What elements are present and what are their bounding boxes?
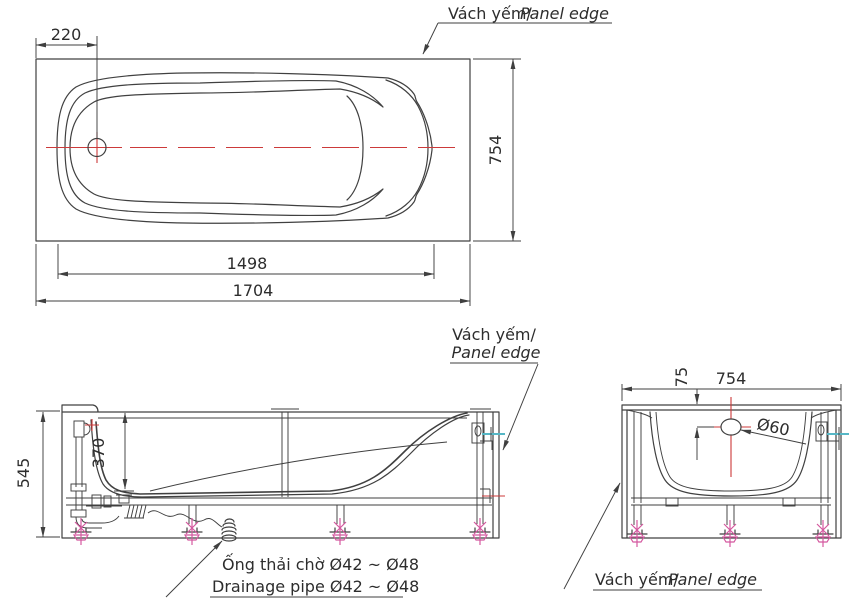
- adjustable-foot: [329, 517, 351, 546]
- dim-1704: 1704: [35, 244, 471, 306]
- side-view: 545 370 Vách yếm/ Panel edge Ống thải ch…: [14, 325, 541, 598]
- adjustable-foot: [70, 517, 92, 546]
- centerline-group: [46, 132, 461, 163]
- side-bowl-profile: [90, 412, 470, 498]
- dim-220-text: 220: [51, 25, 82, 44]
- dim-754-top: 754: [473, 58, 521, 242]
- adjustable-foot: [626, 519, 648, 548]
- dim-d60: Ø60: [740, 414, 807, 445]
- panel-edge-callout-top: Vách yếm/ Panel edge: [422, 4, 612, 55]
- dim-1498: 1498: [57, 244, 435, 279]
- drainage-note-en: Drainage pipe Ø42 ~ Ø48: [212, 577, 419, 596]
- dim-75: 75: [672, 367, 714, 460]
- drain-hose: [147, 510, 223, 528]
- panel-edge-top-en: Panel edge: [520, 4, 609, 23]
- end-bowl-profile: [649, 411, 813, 497]
- adjustable-foot: [181, 517, 203, 546]
- dim-1498-text: 1498: [227, 254, 268, 273]
- dim-754-top-text: 754: [486, 135, 505, 166]
- fixing-markers-side: [471, 422, 505, 503]
- drain-assembly: [70, 419, 237, 542]
- dim-370-text: 370: [89, 438, 108, 469]
- dim-d60-text: Ø60: [755, 414, 791, 439]
- panel-edge-end-vi: Vách yếm/: [595, 570, 679, 589]
- panel-edge-top-vi: Vách yếm/: [448, 4, 532, 23]
- waterline-curve: [149, 441, 448, 492]
- overflow-hole: [720, 418, 742, 436]
- panel-edge-callout-end: Vách yếm/ Panel edge: [563, 482, 762, 591]
- adjustable-foot: [812, 519, 834, 548]
- dim-370: 370: [89, 412, 128, 490]
- end-view: 75 754 Ø60 Vách yếm/ Panel edge: [563, 367, 849, 591]
- panel-edge-callout-side: Vách yếm/ Panel edge: [450, 325, 541, 451]
- dim-75-text: 75: [672, 367, 691, 387]
- dim-754-end: 754: [621, 369, 842, 401]
- dim-220: 220: [35, 25, 98, 139]
- dim-1704-text: 1704: [233, 281, 274, 300]
- tub-deck-outline: [35, 58, 471, 242]
- feet-side: [70, 517, 491, 546]
- top-view: 220 754 1498 1704 Vách yếm/ Panel edge: [35, 4, 612, 306]
- feet-end: [626, 519, 834, 548]
- dim-545-text: 545: [14, 458, 33, 489]
- fixing-marker-end: [815, 421, 849, 450]
- frame-structure-end: [631, 412, 831, 525]
- tub-backrest-wall: [346, 95, 364, 201]
- dim-545: 545: [14, 410, 60, 538]
- panel-edge-side-en: Panel edge: [452, 343, 541, 362]
- adjustable-foot: [719, 519, 741, 548]
- panel-edge-end-en: Panel edge: [668, 570, 757, 589]
- side-panel-outline: [61, 404, 500, 539]
- adjustable-foot: [469, 517, 491, 546]
- drainage-note: Ống thải chờ Ø42 ~ Ø48 Drainage pipe Ø42…: [165, 540, 419, 598]
- panel-edge-side-vi: Vách yếm/: [452, 325, 536, 344]
- drainage-note-vi: Ống thải chờ Ø42 ~ Ø48: [222, 553, 419, 574]
- frame-structure-side: [66, 408, 492, 524]
- dim-754-end-text: 754: [716, 369, 747, 388]
- overflow-hole-group: [711, 397, 751, 477]
